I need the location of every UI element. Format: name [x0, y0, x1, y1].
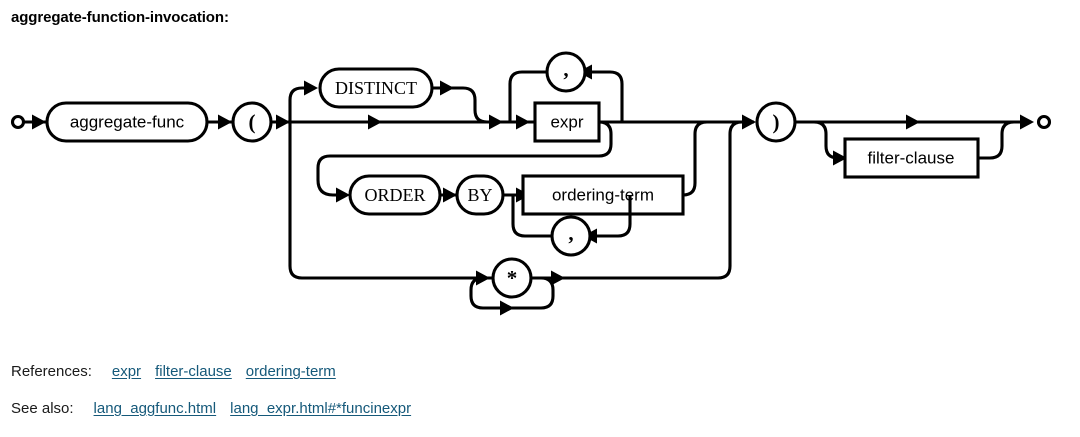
- rail-expr-bypass-down: [316, 120, 613, 180]
- node-expr: expr: [533, 101, 601, 143]
- node-filter-clause-label: filter-clause: [868, 149, 955, 168]
- node-aggregate-func: aggregate-func: [45, 101, 209, 143]
- reference-link-filter-clause[interactable]: filter-clause: [155, 363, 232, 380]
- end-terminal-dot: [1036, 114, 1052, 130]
- node-expr-comma: ,: [545, 51, 587, 93]
- node-rparen-label: ): [773, 110, 780, 134]
- node-star: *: [491, 257, 533, 299]
- node-order: ORDER: [348, 174, 442, 216]
- page-title: aggregate-function-invocation:: [11, 9, 229, 26]
- node-lparen-label: (: [249, 110, 256, 134]
- node-rparen: ): [755, 101, 797, 143]
- see-also-link-lang-aggfunc[interactable]: lang_aggfunc.html: [93, 400, 217, 417]
- reference-link-expr[interactable]: expr: [111, 363, 142, 380]
- node-expr-comma-label: ,: [563, 57, 568, 81]
- see-also-label: See also:: [11, 400, 74, 417]
- node-distinct: DISTINCT: [318, 67, 434, 109]
- node-ordering-term-label: ordering-term: [552, 186, 654, 205]
- rail-fork-up-distinct: [288, 86, 315, 122]
- rail-filter-branch-out: [978, 120, 1015, 160]
- node-order-label: ORDER: [364, 185, 425, 205]
- rail-orderterm-merge: [682, 120, 712, 197]
- see-also-link-lang-expr-funcinexpr[interactable]: lang_expr.html#*funcinexpr: [230, 400, 412, 417]
- node-lparen: (: [231, 101, 273, 143]
- node-star-label: *: [507, 266, 518, 290]
- rail-orderterm-comma-loop: [511, 195, 632, 238]
- node-by: BY: [455, 174, 505, 216]
- see-also-row: See also: lang_aggfunc.html lang_expr.html…: [11, 400, 411, 417]
- node-distinct-label: DISTINCT: [335, 78, 417, 98]
- rail-filter-branch-in: [813, 120, 845, 160]
- rail-fork-down-star: [288, 122, 470, 280]
- railroad-diagram: aggregate-func ( DISTINCT , expr: [10, 51, 1052, 316]
- node-aggregate-func-label: aggregate-func: [70, 113, 185, 132]
- reference-link-ordering-term[interactable]: ordering-term: [245, 363, 336, 380]
- node-order-comma: ,: [550, 215, 592, 257]
- node-order-comma-label: ,: [568, 221, 573, 245]
- references-row: References: expr filter-clause ordering-ter…: [11, 363, 336, 380]
- references-label: References:: [11, 363, 92, 380]
- rail-expr-comma-loop: [508, 70, 624, 122]
- node-expr-label: expr: [550, 113, 583, 132]
- rail-order-entry: [316, 179, 345, 197]
- node-filter-clause: filter-clause: [843, 137, 980, 179]
- start-terminal-dot: [10, 114, 26, 130]
- node-ordering-term: ordering-term: [521, 174, 685, 216]
- node-by-label: BY: [467, 185, 492, 205]
